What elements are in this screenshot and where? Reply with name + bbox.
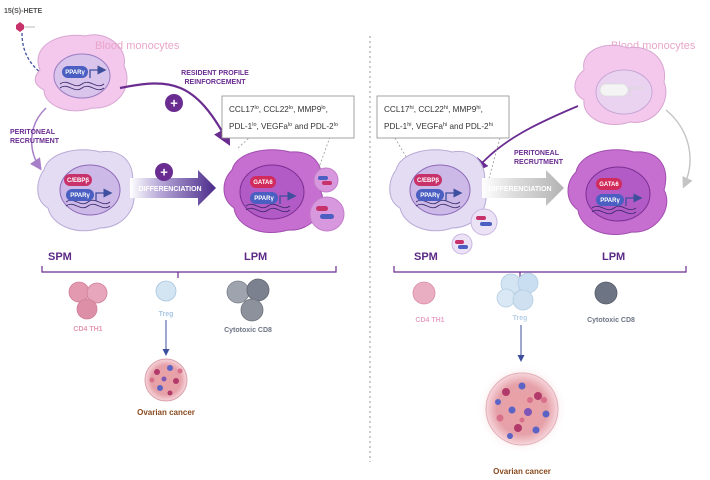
right-lpm-cell: GATA6 PPARγ <box>567 149 668 236</box>
lipid-molecule-icon <box>16 22 35 32</box>
left-lpm-cell: GATA6 PPARγ <box>223 149 324 234</box>
left-treg-label: Treg <box>159 311 174 318</box>
right-spm-ppar-pill <box>416 189 444 201</box>
svg-text:+: + <box>160 165 168 180</box>
left-monocyte-cell: PPARγ <box>34 34 128 112</box>
right-recruitment-arrow <box>473 105 579 173</box>
right-spm-ppar-text: PPARγ <box>420 193 440 199</box>
left-monocyte-ppar-text: PPARγ <box>65 70 85 76</box>
left-cytokine-line2: PDL-1lo, VEGFalo and PDL-2lo <box>229 122 338 131</box>
right-panel: Blood monocytes PERITONEAL RECRUTMENT CC… <box>376 40 696 476</box>
left-recruitment-arrow <box>30 107 47 171</box>
left-cd4-cells <box>68 281 108 320</box>
left-cd8-label: Cytotoxic CD8 <box>224 327 272 334</box>
resident-label-line1: RESIDENT PROFILE <box>181 70 249 77</box>
right-lpm-ppar-text: PPARγ <box>600 198 620 204</box>
left-cytokine-box <box>221 95 355 139</box>
right-lpm-label: LPM <box>602 251 625 263</box>
left-monocyte-title: Blood monocytes <box>95 40 180 52</box>
right-monocyte-cell <box>574 44 667 126</box>
left-lpm-ppar-pill <box>250 192 278 204</box>
right-spm-cebp-text: C/EBPβ <box>417 178 439 184</box>
left-peritoneal-line1: PERITONEAL <box>10 129 56 136</box>
plus-badge-middle: + <box>155 163 173 181</box>
left-lpm-label: LPM <box>244 251 267 263</box>
left-cd4-label: CD4 TH1 <box>73 326 102 333</box>
right-spm-cebp-pill <box>414 174 442 186</box>
left-spm-label: SPM <box>48 251 72 263</box>
right-spm-cell: C/EBPβ PPARγ <box>389 149 487 232</box>
left-spm-cebp-pill <box>64 174 92 186</box>
left-treg-cell <box>155 280 177 302</box>
right-cd8-cell <box>594 281 618 305</box>
left-lpm-gata-pill <box>250 176 276 188</box>
left-tumor <box>144 358 188 402</box>
right-cd4-label: CD4 TH1 <box>415 317 444 324</box>
plus-badge-top: + <box>165 94 183 112</box>
right-cytokine-box <box>376 95 510 139</box>
left-cd8-cells <box>226 278 270 322</box>
left-spm-cell: C/EBPβ PPARγ <box>37 149 135 232</box>
right-treg-cells <box>496 272 539 311</box>
right-diff-label: DIFFERENCIATION <box>488 186 551 193</box>
left-spm-cebp-text: C/EBPβ <box>67 178 89 184</box>
right-treg-label: Treg <box>513 315 528 322</box>
right-lpm-gata-pill <box>596 178 622 190</box>
lipid-uptake-arrow <box>21 32 58 84</box>
left-lpm-vesicles <box>309 167 345 232</box>
right-tumor-label: Ovarian cancer <box>493 467 551 476</box>
svg-text:+: + <box>170 96 178 111</box>
right-monocyte-faded-pill <box>599 83 629 97</box>
resident-label-line2: REINFORCEMENT <box>184 79 246 86</box>
left-cytokine-line1: CCL17lo, CCL22lo, MMP9lo, <box>229 105 328 114</box>
right-cytokine-line2: PDL-1hi, VEGFahi and PDL-2hi <box>384 122 493 131</box>
left-tumor-label: Ovarian cancer <box>137 408 195 417</box>
left-differentiation-arrow: DIFFERENCIATION <box>130 170 216 206</box>
right-cd8-label: Cytotoxic CD8 <box>587 317 635 324</box>
left-spm-ppar-pill <box>66 189 94 201</box>
left-monocyte-ppar-pill <box>62 66 88 78</box>
lipid-label: 15(S)-HETE <box>4 8 42 15</box>
right-cd4-cell <box>412 281 436 305</box>
right-spm-label: SPM <box>414 251 438 263</box>
right-lpm-gata-text: GATA6 <box>599 182 619 188</box>
right-differentiation-arrow: DIFFERENCIATION <box>482 170 564 206</box>
right-bracket <box>393 266 687 273</box>
resident-reinforcement-arrow <box>119 82 231 146</box>
right-peritoneal-line1: PERITONEAL <box>514 150 560 157</box>
left-spm-ppar-text: PPARγ <box>70 193 90 199</box>
right-tumor <box>476 363 568 455</box>
left-diff-label: DIFFERENCIATION <box>138 186 201 193</box>
right-spm-vesicles <box>451 208 498 255</box>
right-monocyte-lpm-arrow <box>665 109 693 189</box>
left-lpm-ppar-text: PPARγ <box>254 196 274 202</box>
left-panel: 15(S)-HETE PPARγ Blood monocytes RESIDEN… <box>4 8 355 417</box>
right-peritoneal-line2: RECRUTMENT <box>514 159 564 166</box>
right-lpm-ppar-pill <box>596 194 624 206</box>
left-bracket <box>41 266 337 273</box>
left-lpm-gata-text: GATA6 <box>253 180 273 186</box>
left-peritoneal-line2: RECRUTMENT <box>10 138 60 145</box>
right-cytokine-line1: CCL17hi, CCL22hi, MMP9hi, <box>384 105 483 114</box>
